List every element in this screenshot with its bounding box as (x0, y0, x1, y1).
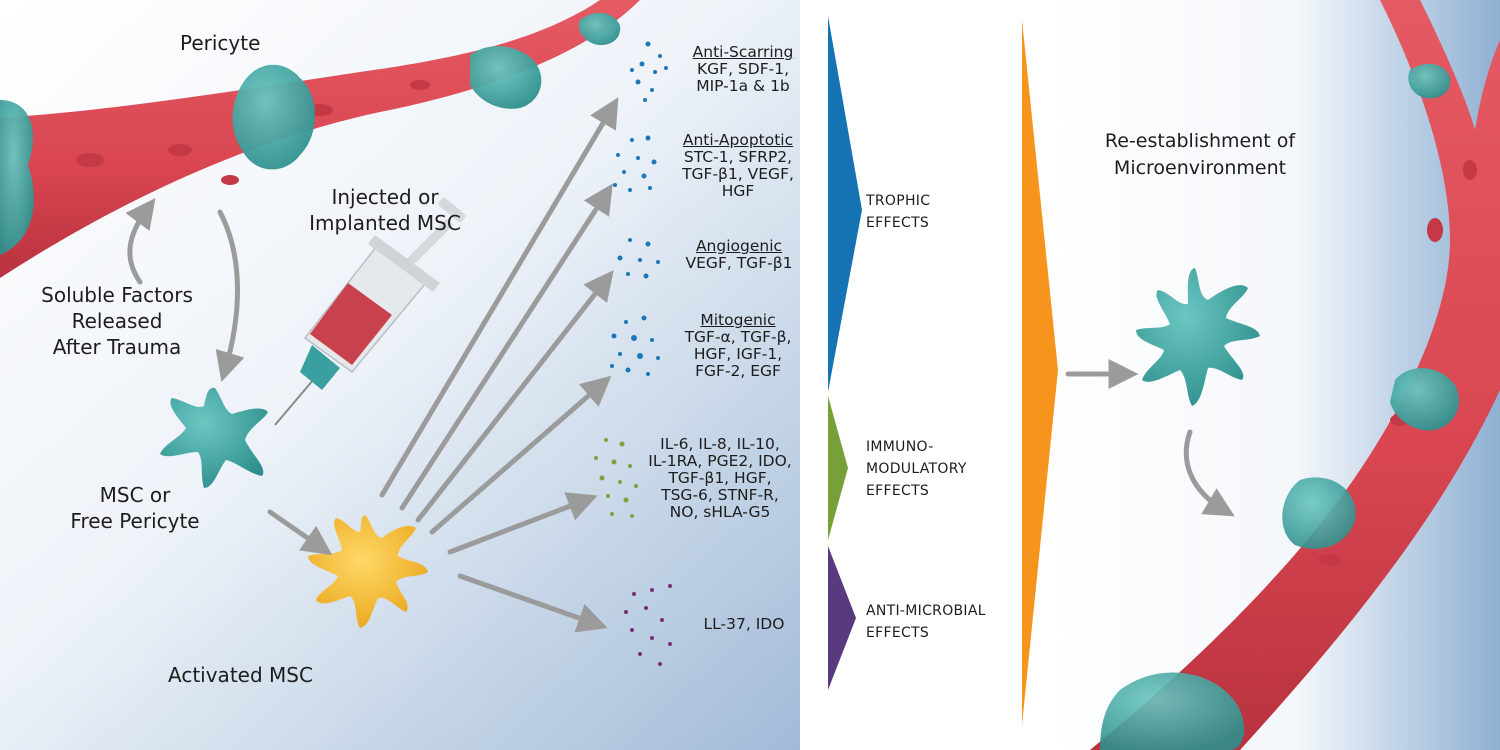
dots-anti-apoptotic (613, 135, 657, 192)
factor-line: VEGF, TGF-β1 (685, 254, 793, 272)
soluble-factors-label-line1: Soluble Factors (41, 283, 193, 307)
activated-msc-icon (308, 515, 428, 628)
arrow-to-antimicrobial (457, 573, 608, 633)
factor-line: TGF-β1, VEGF, (682, 165, 794, 183)
reestablishment-label-line1: Re-establishment of (1104, 130, 1296, 152)
arrow-to-angiogenic (415, 270, 614, 523)
msc-free-pericyte-label-line2: Free Pericyte (70, 509, 200, 533)
pericyte-cells-right (1100, 63, 1459, 750)
effect-label-line: EFFECTS (866, 483, 930, 499)
soluble-factors-label-line3: After Trauma (52, 335, 182, 359)
effect-label-line: ANTI-MICROBIAL (866, 603, 986, 619)
factor-line: NO, sHLA-G5 (669, 503, 771, 521)
factor-heading-angiogenic: Angiogenic (695, 237, 783, 255)
reestablishment-label: Re-establishment of Microenvironment (1080, 128, 1320, 182)
activated-msc-label: Activated MSC (168, 663, 313, 687)
arrow-msc-to-activated (267, 509, 333, 556)
injected-msc-label: Injected or Implanted MSC (300, 184, 470, 236)
arrow-trauma-to-msc (215, 209, 245, 382)
effect-label-line: EFFECTS (866, 215, 930, 231)
factor-line: LL-37, IDO (703, 615, 785, 633)
flow-arrows (125, 97, 1235, 633)
factor-group-mitogenic: Mitogenic TGF-α, TGF-β, HGF, IGF-1, FGF-… (658, 312, 818, 380)
factor-group-antimicrobial: LL-37, IDO (684, 616, 804, 633)
injected-msc-label-line2: Implanted MSC (309, 211, 461, 235)
dots-antimicrobial (624, 584, 672, 666)
factor-line: IL-6, IL-8, IL-10, (660, 435, 780, 453)
soluble-factors-label: Soluble Factors Released After Trauma (14, 282, 220, 360)
reestablishment-orange-arrow (1022, 20, 1058, 725)
arrow-to-immuno (447, 492, 598, 555)
effect-label-antimicrobial: ANTI-MICROBIAL EFFECTS (866, 600, 986, 644)
trophic-bar (828, 16, 862, 392)
immuno-bar (828, 396, 848, 540)
factor-line: TGF-α, TGF-β, (684, 328, 792, 346)
factor-line: IL-1RA, PGE2, IDO, (648, 452, 792, 470)
syringe-icon (274, 197, 466, 426)
arrow-to-anti-scarring (379, 97, 619, 498)
factor-group-anti-apoptotic: Anti-Apoptotic STC-1, SFRP2, TGF-β1, VEG… (658, 132, 818, 200)
factor-line: MIP-1a & 1b (696, 77, 790, 95)
effect-label-line: EFFECTS (866, 625, 930, 641)
factor-line: TGF-β1, HGF, (668, 469, 772, 487)
arrow-factors-to-pericyte (125, 197, 156, 285)
dots-angiogenic (617, 238, 660, 279)
factor-group-immunomodulatory: IL-6, IL-8, IL-10, IL-1RA, PGE2, IDO, TG… (622, 436, 818, 521)
factor-line: FGF-2, EGF (695, 362, 781, 380)
injected-msc-label-line1: Injected or (331, 185, 439, 209)
factor-line: HGF (721, 182, 755, 200)
reestablished-msc-icon (1136, 268, 1260, 406)
factor-line: HGF, IGF-1, (693, 345, 783, 363)
antimicrobial-bar (828, 546, 856, 690)
reestablishment-label-line2: Microenvironment (1113, 157, 1287, 179)
dots-mitogenic (610, 315, 660, 376)
arrow-to-anti-apoptotic (399, 183, 613, 511)
effect-label-line: IMMUNO- (866, 439, 934, 455)
msc-free-pericyte-label-line1: MSC or (99, 483, 171, 507)
factor-heading-anti-apoptotic: Anti-Apoptotic (682, 131, 794, 149)
effect-label-trophic: TROPHIC EFFECTS (866, 190, 930, 234)
effect-label-line: MODULATORY (866, 461, 967, 477)
factor-line: KGF, SDF-1, (696, 60, 790, 78)
soluble-factors-label-line2: Released (71, 309, 163, 333)
arrow-reestablished-to-vessel (1183, 429, 1235, 517)
dots-anti-scarring (630, 41, 668, 102)
factor-group-anti-scarring: Anti-Scarring KGF, SDF-1, MIP-1a & 1b (668, 44, 818, 95)
arrow-to-mitogenic (429, 375, 612, 535)
factor-group-angiogenic: Angiogenic VEGF, TGF-β1 (664, 238, 814, 272)
msc-cell-icon (160, 387, 268, 488)
effect-label-line: TROPHIC (866, 193, 931, 209)
factor-heading-mitogenic: Mitogenic (700, 311, 776, 329)
factor-line: TSG-6, STNF-R, (661, 486, 779, 504)
factor-heading-anti-scarring: Anti-Scarring (692, 43, 794, 61)
factor-line: STC-1, SFRP2, (683, 148, 793, 166)
effect-label-immunomodulatory: IMMUNO- MODULATORY EFFECTS (866, 436, 967, 502)
pericyte-cells-top (0, 12, 621, 255)
dots-immunomodulatory (594, 438, 638, 518)
pericyte-label: Pericyte (180, 31, 261, 55)
msc-free-pericyte-label: MSC or Free Pericyte (40, 482, 230, 534)
